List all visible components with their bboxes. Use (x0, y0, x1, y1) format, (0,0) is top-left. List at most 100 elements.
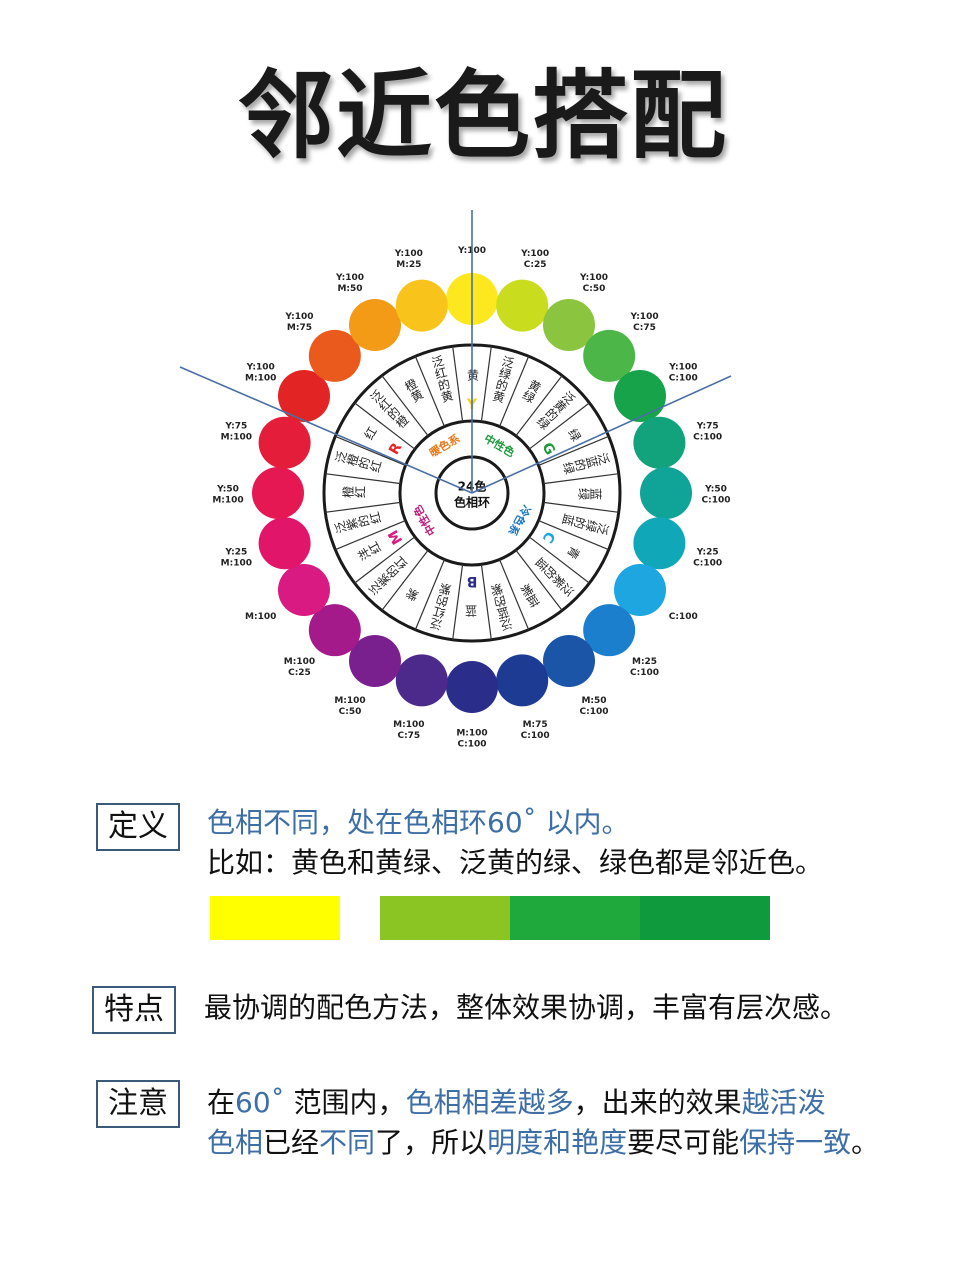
hue-swatch-circle (614, 370, 667, 422)
segment-divider (335, 519, 406, 551)
cmyk-code-label: Y:100 (284, 312, 313, 322)
wheel-center-label: 色相环 (454, 495, 490, 510)
cmyk-code-label: C:75 (633, 323, 656, 333)
note-highlight: 越活泼 (741, 1086, 826, 1119)
segment-divider (528, 536, 590, 584)
note-line-1: 在60˚ 范围内，色相相差越多，出来的效果越活泼 (207, 1083, 826, 1123)
cmyk-code-label: Y:100 (394, 249, 423, 259)
segment-divider (480, 346, 492, 422)
page-title: 邻近色搭配 (238, 60, 728, 172)
definition-tag: 定义 (96, 803, 180, 851)
cmyk-code-label: Y:50 (216, 485, 239, 495)
cmyk-code-label: Y:100 (520, 249, 549, 259)
cmyk-code-label: C:100 (669, 374, 698, 384)
swatch-yellowish-green (510, 896, 640, 940)
segment-divider (452, 564, 464, 640)
hue-swatch-circle (496, 654, 549, 707)
segment-divider (498, 559, 530, 630)
cmyk-code-label: Y:75 (224, 421, 247, 431)
hue-swatch-circle (349, 298, 401, 351)
cmyk-code-label: M:100 (334, 696, 365, 706)
cmyk-code-label: Y:50 (704, 485, 727, 495)
color-wheel: 黄Y:100泛绿的黄Y:100C:25黄绿Y:100C:50泛黄的绿Y:100C… (179, 210, 732, 750)
cmyk-code-label: M:50 (337, 284, 362, 294)
cmyk-code-label: Y:100 (335, 273, 364, 283)
segment-divider (452, 346, 464, 422)
hue-swatch-circle (395, 654, 448, 707)
note-tag: 注意 (96, 1080, 180, 1128)
definition-line-2: 比如：黄色和黄绿、泛黄的绿、绿色都是邻近色。 (207, 846, 824, 879)
note-highlight: 色相 (207, 1126, 264, 1159)
cmyk-code-label: C:100 (693, 432, 722, 442)
feature-tag: 特点 (92, 986, 176, 1034)
note-text: 范围内， (284, 1086, 406, 1119)
cmyk-code-label: M:100 (284, 657, 315, 667)
cmyk-code-label: M:100 (221, 559, 252, 569)
hue-name-label: 橙红 (341, 486, 366, 500)
cmyk-code-label: M:25 (632, 657, 657, 667)
swatch-yellow-green (380, 896, 510, 940)
cmyk-code-label: Y:25 (224, 548, 247, 558)
swatch-green (640, 896, 770, 940)
cmyk-code-label: C:100 (458, 740, 487, 750)
segment-divider (515, 549, 563, 611)
segment-divider (354, 536, 416, 584)
note-text: 已经 (263, 1126, 320, 1159)
note-text: 在 (207, 1086, 236, 1119)
hue-swatch-circle (614, 564, 667, 616)
hue-swatch-circle (543, 635, 595, 688)
cmyk-code-label: C:100 (630, 668, 659, 678)
segment-divider (414, 356, 446, 427)
hue-swatch-circle (633, 416, 686, 469)
cmyk-code-label: M:100 (245, 612, 276, 622)
hue-swatch-circle (277, 564, 330, 616)
segment-divider (414, 559, 446, 630)
cmyk-code-label: C:25 (288, 668, 311, 678)
hue-swatch-circle (640, 467, 692, 519)
cmyk-code-label: M:100 (456, 729, 487, 739)
cmyk-code-label: C:50 (339, 707, 362, 717)
cmyk-code-label: C:100 (521, 731, 550, 741)
cmyk-code-label: C:100 (580, 707, 609, 717)
segment-divider (538, 435, 609, 467)
hue-swatch-circle (446, 661, 498, 713)
cmyk-code-label: M:75 (523, 720, 548, 730)
hue-name-label: 蓝绿 (578, 487, 602, 501)
note-line-2: 色相已经不同了，所以明度和艳度要尽可能保持一致。 (207, 1123, 879, 1163)
segment-divider (528, 402, 590, 450)
cmyk-code-label: M:75 (287, 323, 312, 333)
hue-swatch-circle (252, 467, 304, 519)
hue-name-label: 蓝 (465, 605, 479, 617)
angle-guide-line (179, 366, 473, 494)
primary-letter: M (385, 527, 406, 547)
segment-divider (381, 375, 429, 437)
primary-letter: B (467, 573, 478, 589)
segment-divider (498, 356, 530, 427)
segment-divider (325, 473, 401, 485)
cmyk-code-label: C:100 (693, 559, 722, 569)
cmyk-code-label: C:50 (583, 284, 606, 294)
cmyk-code-label: Y:100 (668, 363, 697, 373)
cmyk-code-label: C:25 (524, 260, 547, 270)
cmyk-code-label: Y:75 (696, 421, 719, 431)
hue-swatch-circle (583, 604, 636, 657)
cmyk-code-label: Y:100 (629, 312, 658, 322)
definition-line-1: 色相不同，处在色相环60˚ 以内。 (207, 806, 630, 839)
cmyk-code-label: M:100 (221, 432, 252, 442)
note-text: 。 (851, 1126, 880, 1159)
note-highlight: 保持一致 (739, 1126, 852, 1159)
hue-swatch-circle (395, 279, 448, 332)
cmyk-code-label: Y:100 (579, 273, 608, 283)
hue-swatch-circle (308, 329, 361, 382)
feature-text: 最协调的配色方法，整体效果协调，丰富有层次感。 (204, 991, 849, 1024)
note-highlight: 60˚ (235, 1086, 285, 1119)
cmyk-code-label: C:100 (702, 496, 731, 506)
cmyk-code-label: M:100 (245, 374, 276, 384)
cmyk-code-label: M:25 (396, 260, 421, 270)
hue-name-label: 紫 (403, 586, 421, 604)
segment-divider (543, 501, 619, 513)
segment-divider (325, 501, 401, 513)
note-text: 了，所以 (375, 1126, 488, 1159)
segment-divider (354, 402, 416, 450)
hue-swatch-circle (496, 279, 549, 332)
